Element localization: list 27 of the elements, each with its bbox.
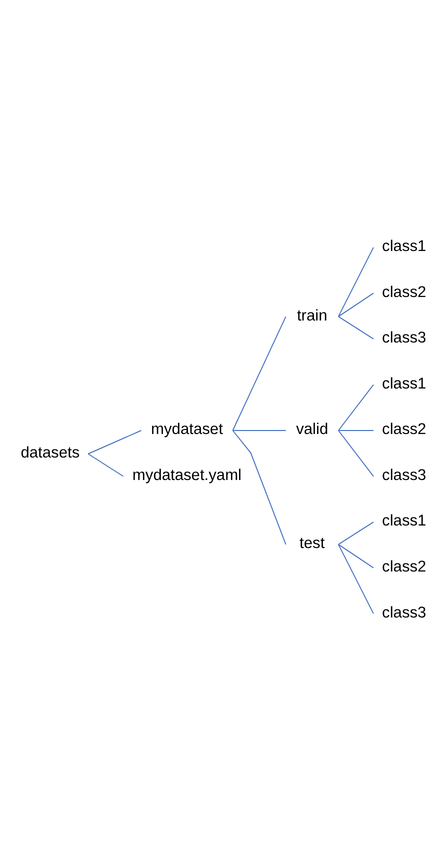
- node-text: class2: [382, 420, 426, 438]
- node-text: mydataset.yaml: [132, 466, 242, 484]
- connector: [338, 430, 374, 476]
- connector: [232, 316, 286, 430]
- node-text: class2: [382, 283, 426, 300]
- node-text: train: [296, 306, 328, 324]
- node-text: valid: [296, 420, 328, 438]
- connector: [338, 384, 374, 430]
- node-text: test: [300, 534, 325, 552]
- connector: [338, 316, 374, 339]
- connector: [88, 452, 124, 476]
- node-text: class1: [382, 512, 426, 530]
- connector: [338, 292, 374, 317]
- node-text: class3: [382, 604, 426, 621]
- connector: [338, 543, 374, 614]
- connector: [338, 543, 374, 568]
- connector: [232, 430, 286, 544]
- connector: [338, 521, 374, 544]
- node-text: datasets: [20, 444, 80, 462]
- node-text: class3: [382, 329, 426, 346]
- node-text: mydataset: [151, 420, 223, 438]
- node-text: class2: [382, 558, 426, 576]
- connector: [88, 430, 142, 454]
- node-text: class1: [382, 374, 426, 392]
- node-text: class3: [382, 466, 426, 484]
- node-text: class1: [382, 238, 426, 255]
- connector: [338, 246, 374, 317]
